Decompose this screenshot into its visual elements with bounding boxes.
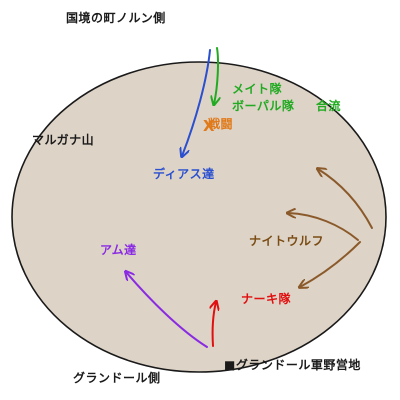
naki-squad-label: ナーキ隊: [241, 292, 292, 306]
boparu-squad-label: ボーパル隊: [232, 99, 295, 113]
north-border-label: 国境の町ノルン側: [66, 11, 166, 25]
knight-wolf-arrow-middle: [288, 213, 359, 241]
naki-route-arrow: [213, 302, 216, 347]
knight-wolf-arrow-top: [318, 169, 373, 229]
grandol-side-label: グランドール側: [73, 371, 161, 385]
dias-route-arrow: [182, 49, 211, 156]
dias-group-label: ディアス達: [153, 167, 215, 181]
field-ellipse: [11, 61, 387, 373]
knight-wolf-arrow-bottom: [300, 241, 361, 287]
knight-wolf-label: ナイトウルフ: [249, 234, 325, 248]
battle-label: 戦闘: [208, 117, 234, 131]
am-group-label: アム達: [100, 243, 137, 257]
merge-label: 合流: [316, 99, 342, 113]
meit-route-arrow: [214, 47, 218, 104]
mountain-label: マルガナ山: [32, 133, 95, 147]
meit-squad-label: メイト隊: [232, 82, 283, 96]
am-route-arrow: [126, 272, 208, 348]
battle-x-icon: X: [203, 117, 215, 135]
grandol-camp-label: ■グランドール軍野営地: [224, 358, 361, 372]
